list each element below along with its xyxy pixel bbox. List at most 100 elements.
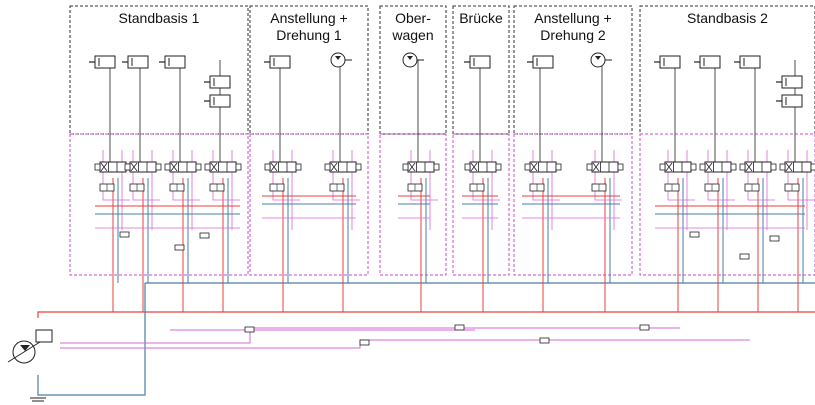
motor-drehung-2 (590, 52, 612, 68)
pilot-branch-7 (472, 150, 500, 201)
module-frame-top-1 (249, 5, 369, 135)
cylinder-standbasis-1-3a (204, 75, 231, 89)
cylinder-anstellung-1 (264, 55, 291, 69)
directional-valve-2 (164, 161, 202, 173)
cylinder-body (269, 55, 291, 69)
components (7, 52, 815, 402)
pilot-branch-13 (787, 150, 815, 201)
cylinder-standbasis-2-0 (654, 55, 681, 69)
shuttle-valve-7 (639, 324, 650, 331)
shuttle-valve (639, 324, 650, 331)
pressure-compensator-3 (209, 183, 225, 192)
directional-valve-1 (124, 161, 162, 173)
module-title-oberwagen: Ober- wagen (392, 10, 434, 43)
valve-cross (530, 162, 538, 172)
pilot-branch-4 (272, 150, 300, 201)
module-frame-valves-4 (513, 133, 633, 276)
cylinder-body (94, 55, 116, 69)
shuttle-valve-1 (174, 244, 185, 251)
pressure-compensator-8 (529, 183, 545, 192)
line-network (37, 60, 815, 396)
cylinder-standbasis-2-1 (694, 55, 721, 69)
cylinder-body (781, 75, 803, 89)
directional-valve-10 (659, 161, 697, 173)
shuttle-valve (539, 337, 550, 344)
directional-valve-6 (402, 161, 440, 173)
cylinder-body (127, 55, 149, 69)
return-to-tank-line (37, 283, 146, 396)
pilot-branch-3 (212, 150, 240, 201)
pressure-compensator-5 (329, 183, 345, 192)
shuttle-valve-8 (689, 231, 700, 238)
valve-actuator (464, 163, 471, 171)
pump-adjust-arrow (7, 341, 41, 363)
pilot-branch-12 (747, 150, 775, 201)
pressure-compensator-0 (99, 183, 115, 192)
shuttle-valve (174, 244, 185, 251)
valve-actuator (699, 163, 706, 171)
motor-drehung-1 (330, 52, 352, 68)
cylinder-standbasis-1-3b (204, 94, 231, 108)
shuttle-valve-4 (359, 339, 370, 346)
valve-cross (470, 162, 478, 172)
pilot-branch-1 (132, 150, 160, 201)
shuttle-valve (739, 253, 750, 260)
pilot-line-1 (60, 327, 680, 344)
valve-actuator (770, 163, 777, 171)
valve-cross (785, 162, 793, 172)
pressure-compensator-2 (169, 183, 185, 192)
directional-valve-3 (204, 161, 242, 173)
cylinder-standbasis-1-2 (159, 55, 186, 69)
cylinder-body (781, 94, 803, 108)
valve-actuator (730, 163, 737, 171)
valve-actuator (810, 163, 815, 171)
valve-actuator (195, 163, 202, 171)
directional-valve-5 (324, 161, 362, 173)
pressure-compensator-10 (664, 183, 680, 192)
shuttle-valve (119, 231, 130, 238)
cylinder-anstellung-2 (527, 55, 554, 69)
cylinder-body (659, 55, 681, 69)
valve-actuator (204, 163, 211, 171)
valve-actuator (495, 163, 502, 171)
module-title-standbasis-2: Standbasis 2 (687, 10, 768, 26)
cylinder-body (469, 55, 491, 69)
cylinder-body (699, 55, 721, 69)
cylinder-standbasis-2-2 (734, 55, 761, 69)
pressure-main-line (37, 311, 815, 318)
module-frame-valves-1 (249, 133, 369, 276)
cylinder-standbasis-1-1 (122, 55, 149, 69)
valve-actuator (690, 163, 697, 171)
valve-actuator (155, 163, 162, 171)
module-title-standbasis-1: Standbasis 1 (118, 10, 200, 26)
shuttle-valve-3 (244, 326, 255, 333)
cylinder-bruecke (464, 55, 491, 69)
motor-triangle (335, 56, 341, 60)
valve-actuator (124, 163, 131, 171)
pressure-compensator-11 (704, 183, 720, 192)
cylinder-standbasis-2-3a (776, 75, 803, 89)
shuttle-valve-2 (199, 232, 210, 239)
valve-actuator (659, 163, 666, 171)
directional-valve-7 (464, 161, 502, 173)
valve-actuator (402, 163, 409, 171)
shuttle-valve-6 (539, 337, 550, 344)
valve-actuator (164, 163, 171, 171)
valve-cross (705, 162, 713, 172)
module-frame-top-4 (513, 5, 633, 135)
pilot-branch-5 (332, 150, 360, 201)
shuttle-valve-9 (739, 253, 750, 260)
shuttle-valve (689, 231, 700, 238)
valve-cross (270, 162, 278, 172)
valve-actuator (235, 163, 242, 171)
module-frame-top-0 (69, 5, 249, 135)
shuttle-valve (769, 235, 780, 242)
pressure-compensator-6 (407, 183, 423, 192)
valve-cross (100, 162, 108, 172)
cylinder-body (209, 94, 231, 108)
module-title-anstellung-drehung-2: Anstellung + Drehung 2 (534, 10, 612, 43)
shuttle-valve (199, 232, 210, 239)
cylinder-body (739, 55, 761, 69)
cylinder-standbasis-1-0 (89, 55, 116, 69)
